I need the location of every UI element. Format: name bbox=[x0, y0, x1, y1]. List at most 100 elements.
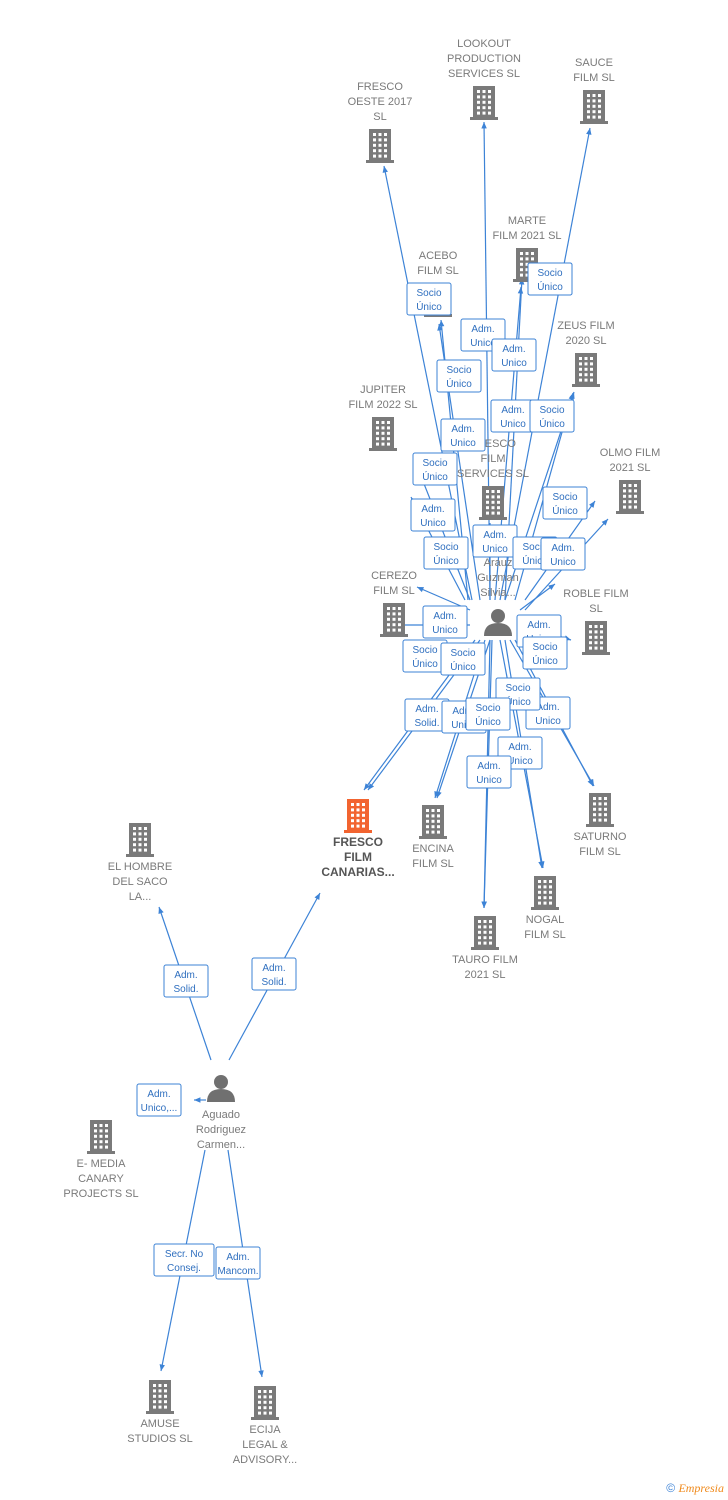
role-text: Adm. bbox=[501, 405, 524, 416]
edge-line bbox=[499, 127, 591, 601]
node-label: ECIJA bbox=[249, 1424, 281, 1436]
role-text: Adm. bbox=[433, 611, 456, 622]
node-label: SL bbox=[373, 111, 386, 123]
edge-role-label[interactable]: Adm.Solid. bbox=[163, 964, 209, 998]
node-label: Rodriguez bbox=[196, 1124, 246, 1136]
empresia-logo[interactable]: Empresia bbox=[678, 1481, 724, 1495]
arrow-head-icon bbox=[368, 783, 375, 790]
node-label: CANARY bbox=[78, 1173, 124, 1185]
role-text: Unico bbox=[507, 756, 533, 767]
node-label: FILM 2021 SL bbox=[492, 230, 561, 242]
edge-role-label[interactable]: Adm.Solid. bbox=[404, 698, 450, 732]
building-icon bbox=[531, 876, 559, 910]
building-icon bbox=[479, 486, 507, 520]
role-text: Unico bbox=[482, 544, 508, 555]
role-text: Unico bbox=[476, 775, 502, 786]
node-label: ROBLE FILM bbox=[563, 588, 628, 600]
edge-arauz-fresco_oeste bbox=[382, 165, 473, 601]
role-box bbox=[491, 338, 537, 372]
role-text: Socio bbox=[532, 642, 557, 653]
role-text: Socio bbox=[522, 542, 547, 553]
node-label: LEGAL & bbox=[242, 1439, 288, 1451]
role-text: Unico bbox=[450, 438, 476, 449]
edge-role-label[interactable]: Adm.Unico bbox=[491, 338, 537, 372]
edge-labels-layer: SocioÚnicoSocioÚnicoAdm.UnicoSocioÚnicoS… bbox=[136, 262, 588, 1280]
arrow-head-icon bbox=[258, 1370, 264, 1377]
role-box bbox=[406, 282, 452, 316]
role-text: Adm. bbox=[421, 504, 444, 515]
role-text: Socio bbox=[450, 648, 475, 659]
role-text: Único bbox=[539, 417, 565, 430]
edge-role-label[interactable]: Adm. Unico,... bbox=[136, 1083, 182, 1117]
node-label: Guzman bbox=[477, 572, 519, 584]
edge-role-label[interactable]: Adm.Unico bbox=[410, 498, 456, 532]
arrow-head-icon bbox=[568, 393, 574, 400]
role-box bbox=[529, 399, 575, 433]
role-text: Socio bbox=[446, 365, 471, 376]
node-label: ZEUS FILM bbox=[557, 320, 614, 332]
node-roble[interactable]: ROBLE FILM SL bbox=[563, 588, 629, 655]
arrow-head-icon bbox=[158, 907, 164, 914]
node-fresco_canarias[interactable]: FRESCOFILMCANARIAS... bbox=[321, 799, 395, 879]
edge-role-label[interactable]: Adm.Unico bbox=[440, 418, 486, 452]
arrow-head-icon bbox=[314, 893, 320, 900]
edge-arauz-sauce bbox=[499, 127, 592, 601]
role-text: Adm. bbox=[174, 970, 197, 981]
arrow-head-icon bbox=[481, 901, 487, 908]
edge-role-label[interactable]: Adm.Solid. bbox=[251, 957, 297, 991]
role-text: Adm. bbox=[226, 1252, 249, 1263]
node-label: SL bbox=[589, 603, 602, 615]
role-text: Adm. bbox=[536, 702, 559, 713]
edge-role-label[interactable]: Adm.Unico bbox=[422, 605, 468, 639]
role-text: Único bbox=[475, 715, 501, 728]
edge-role-label[interactable]: Adm.Unico bbox=[466, 755, 512, 789]
building-icon bbox=[616, 480, 644, 514]
role-text: Unico,... bbox=[141, 1103, 178, 1114]
role-text: Socio bbox=[475, 703, 500, 714]
role-text: Único bbox=[450, 660, 476, 673]
role-text: Adm. bbox=[147, 1089, 170, 1100]
edge-role-label[interactable]: Adm.Unico bbox=[490, 399, 536, 433]
role-text: Único bbox=[433, 554, 459, 567]
role-text: Unico bbox=[470, 338, 496, 349]
building-icon bbox=[126, 823, 154, 857]
node-label: SERVICES SL bbox=[457, 468, 529, 480]
edge-role-label[interactable]: Adm.Mancom. bbox=[215, 1246, 261, 1280]
edge-role-label[interactable]: Adm.Unico bbox=[540, 537, 586, 571]
arrow-head-icon bbox=[517, 287, 524, 294]
node-aguado[interactable]: AguadoRodriguezCarmen... bbox=[196, 1075, 246, 1151]
building-icon bbox=[470, 86, 498, 120]
node-arauz[interactable]: ArauzGuzmanSilvia... bbox=[477, 557, 519, 636]
edge-role-label[interactable]: Adm.Unico bbox=[472, 524, 518, 558]
node-label: E- MEDIA bbox=[77, 1158, 127, 1170]
role-box bbox=[522, 636, 568, 670]
